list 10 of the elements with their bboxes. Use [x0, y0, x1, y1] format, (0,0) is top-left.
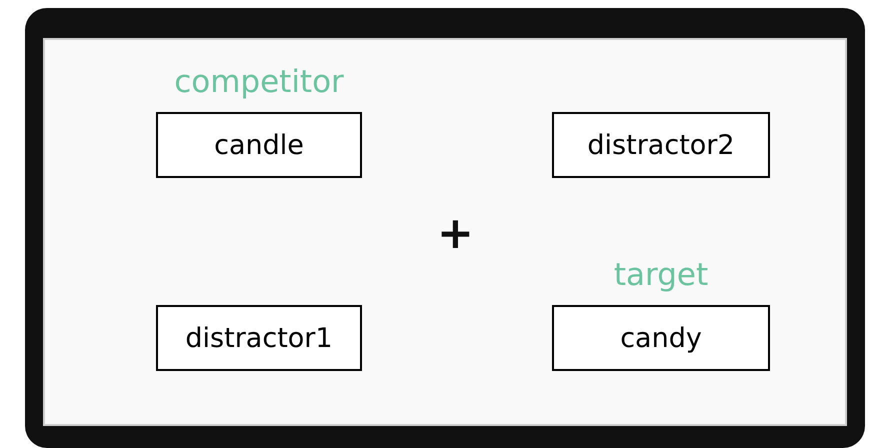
role-label: competitor	[173, 64, 345, 100]
word-text: distractor2	[587, 130, 735, 160]
word-text: distractor1	[185, 322, 333, 354]
word-text: candy	[620, 322, 702, 354]
word-box	[552, 112, 770, 178]
role-label: target	[612, 257, 710, 293]
monitor-frame	[25, 8, 865, 448]
fixation-cross: +	[437, 212, 474, 256]
word-box	[156, 305, 362, 371]
word-text: candle	[214, 130, 304, 160]
